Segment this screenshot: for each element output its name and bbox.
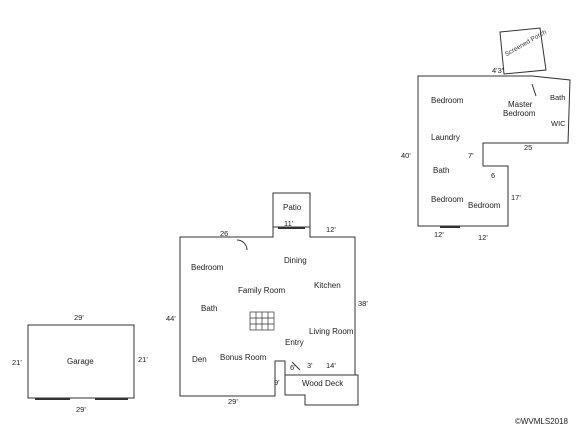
dim-garage-bottom: 29' <box>76 405 86 414</box>
room-label-bedroom-3: Bedroom <box>468 201 501 210</box>
dim-garage-right: 21' <box>138 355 148 364</box>
dim-garage-left: 21' <box>12 358 22 367</box>
dim-upper-right-upper: 25 <box>524 143 533 152</box>
room-label-laundry: Laundry <box>431 133 460 142</box>
dim-main-top-right: 12' <box>326 225 336 234</box>
room-label-master-bedroom-line1: Master <box>508 100 533 109</box>
dim-porch: 4'3" <box>492 66 505 75</box>
dim-step-c: 14' <box>326 361 336 370</box>
room-label-wood-deck: Wood Deck <box>302 379 344 388</box>
room-label-master-bath: Bath <box>550 93 566 102</box>
room-label-garage: Garage <box>67 357 94 366</box>
room-label-bedroom-2: Bedroom <box>431 195 464 204</box>
garage-outline <box>27 324 135 399</box>
room-label-bedroom: Bedroom <box>431 96 464 105</box>
room-label-bath: Bath <box>201 304 218 313</box>
upper-floor-outline <box>417 75 571 227</box>
stairs <box>249 311 275 331</box>
dim-upper-left: 40' <box>401 151 411 160</box>
room-label-bath: Bath <box>433 166 450 175</box>
room-label-kitchen: Kitchen <box>314 281 341 290</box>
dim-main-bottom: 29' <box>228 397 238 406</box>
dim-upper-bottom-right: 12' <box>478 233 488 242</box>
dim-upper-right-lower: 17' <box>511 193 521 202</box>
dim-upper-notch-side: 6 <box>491 171 496 180</box>
room-label-entry: Entry <box>285 338 304 347</box>
room-label-patio: Patio <box>283 203 302 212</box>
watermark: ©WVMLS2018 <box>514 417 568 426</box>
dim-step-b: 3' <box>307 361 313 370</box>
dim-main-top-left: 26 <box>220 229 229 238</box>
dim-deck-side: 9' <box>274 378 280 387</box>
dim-garage-top: 29' <box>74 313 84 322</box>
room-label-bedroom: Bedroom <box>191 263 224 272</box>
room-label-wic: WIC <box>551 119 566 128</box>
room-label-den: Den <box>192 355 207 364</box>
dim-step-a: 6' <box>290 363 296 372</box>
room-label-family-room: Family Room <box>238 286 286 295</box>
room-label-bonus-room: Bonus Room <box>220 353 267 362</box>
dim-upper-notch-top: 7' <box>468 151 474 160</box>
dim-upper-bottom-left: 12' <box>434 230 444 239</box>
room-label-living-room: Living Room <box>309 327 354 336</box>
room-label-dining: Dining <box>284 256 307 265</box>
dim-main-right: 38' <box>358 299 368 308</box>
dim-main-left: 44' <box>166 314 176 323</box>
screened-porch-outline <box>499 27 547 75</box>
dim-patio-width: 11' <box>284 219 294 228</box>
room-label-master-bedroom-line2: Bedroom <box>503 109 536 118</box>
